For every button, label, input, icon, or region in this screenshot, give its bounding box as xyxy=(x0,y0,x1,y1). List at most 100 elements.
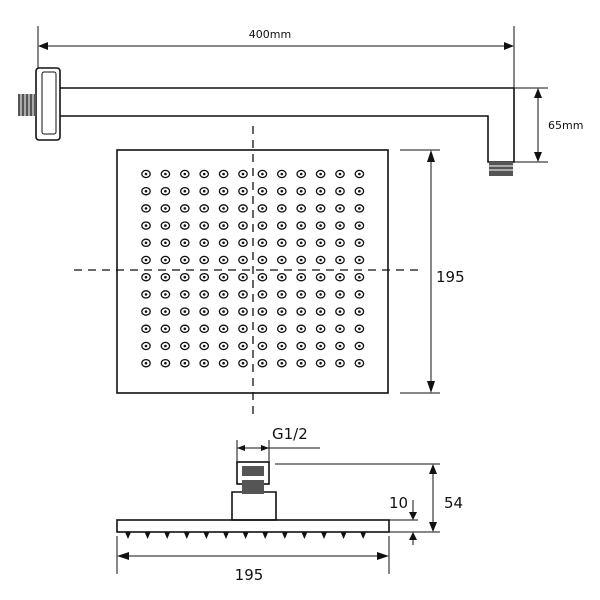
nozzle-hole xyxy=(280,172,284,176)
profile-nozzle xyxy=(223,532,229,539)
nozzle-hole xyxy=(261,241,264,245)
nozzle-hole xyxy=(241,241,245,245)
nozzle-hole xyxy=(358,327,361,331)
thread-fitting-icon xyxy=(242,466,264,486)
total-height-dimension: 54 xyxy=(275,463,463,533)
nozzle-hole xyxy=(183,189,187,193)
nozzle xyxy=(218,186,229,196)
nozzle xyxy=(141,238,151,248)
nozzle-hole xyxy=(183,344,187,348)
nozzle xyxy=(257,255,268,265)
nozzle-hole xyxy=(261,361,264,365)
nozzle xyxy=(141,307,151,316)
nozzle xyxy=(218,204,229,213)
head-size-side-label: 195 xyxy=(436,268,465,286)
nozzle-hole xyxy=(183,293,187,296)
wall-thread-icon xyxy=(18,94,36,116)
nozzle xyxy=(276,341,287,351)
nozzle xyxy=(238,238,248,248)
nozzle-hole xyxy=(261,189,264,193)
nozzle xyxy=(238,204,248,213)
nozzle xyxy=(199,290,210,299)
nozzle-hole xyxy=(183,310,187,313)
head-size-bottom-dimension: 195 xyxy=(116,536,390,584)
nozzle-hole xyxy=(338,344,342,348)
nozzle-hole xyxy=(280,207,284,210)
nozzle xyxy=(296,238,307,248)
nozzle-hole xyxy=(358,207,361,210)
nozzle xyxy=(315,341,326,351)
nozzle xyxy=(218,290,229,299)
nozzle-hole xyxy=(319,344,322,348)
nozzle xyxy=(179,272,190,282)
arm-length-label: 400mm xyxy=(249,28,291,41)
nozzle xyxy=(179,238,190,248)
head-size-side-dimension: 195 xyxy=(400,149,465,394)
nozzle xyxy=(354,169,365,179)
nozzle-hole xyxy=(183,224,187,227)
nozzle xyxy=(335,238,345,248)
nozzle-hole xyxy=(183,172,187,176)
nozzle-hole xyxy=(222,172,225,176)
shower-head-profile-view xyxy=(116,461,390,539)
nozzle xyxy=(335,255,345,265)
nozzle xyxy=(257,290,268,299)
nozzle xyxy=(141,290,151,299)
nozzle xyxy=(276,238,287,248)
nozzle-hole xyxy=(358,344,361,348)
nozzle-hole xyxy=(319,241,322,245)
nozzle-hole xyxy=(164,361,167,365)
nozzle-grid xyxy=(141,169,365,368)
arm-drop-label: 65mm xyxy=(548,119,583,132)
nozzle xyxy=(315,290,326,299)
nozzle-hole xyxy=(202,361,206,365)
nozzle xyxy=(141,324,151,334)
nozzle-hole xyxy=(358,258,361,262)
nozzle xyxy=(276,169,287,179)
nozzle xyxy=(335,272,345,282)
nozzle-hole xyxy=(261,293,264,296)
nozzle xyxy=(179,255,190,265)
nozzle xyxy=(160,238,171,248)
nozzle-hole xyxy=(319,293,322,296)
nozzle xyxy=(179,307,190,316)
nozzle xyxy=(257,204,268,213)
nozzle-hole xyxy=(299,293,303,296)
nozzle xyxy=(238,290,248,299)
nozzle xyxy=(218,307,229,316)
nozzle-hole xyxy=(164,344,167,348)
nozzle xyxy=(179,204,190,213)
nozzle-hole xyxy=(319,189,322,193)
nozzle xyxy=(218,341,229,351)
nozzle xyxy=(354,255,365,265)
nozzle xyxy=(296,186,307,196)
nozzle xyxy=(179,290,190,299)
nozzle xyxy=(276,255,287,265)
nozzle-hole xyxy=(280,224,284,227)
nozzle-hole xyxy=(222,361,225,365)
nozzle xyxy=(141,186,151,196)
nozzle-hole xyxy=(338,293,342,296)
nozzle-hole xyxy=(299,189,303,193)
nozzle-hole xyxy=(338,310,342,313)
thread-dimension: G1/2 xyxy=(236,425,320,462)
nozzle-hole xyxy=(202,310,206,313)
nozzle-hole xyxy=(299,258,303,262)
nozzle xyxy=(276,186,287,196)
nozzle xyxy=(238,186,248,196)
nozzle xyxy=(199,221,210,230)
profile-nozzle xyxy=(281,532,288,539)
nozzle-hole xyxy=(183,241,187,245)
nozzle xyxy=(179,169,190,179)
nozzle xyxy=(160,341,171,351)
nozzle xyxy=(238,324,248,334)
nozzle-hole xyxy=(280,258,284,262)
nozzle xyxy=(296,272,307,282)
profile-nozzle xyxy=(125,532,131,539)
nozzle-hole xyxy=(202,327,206,331)
profile-nozzle xyxy=(262,532,269,539)
nozzle xyxy=(218,272,229,282)
nozzle xyxy=(354,204,365,213)
nozzle-hole xyxy=(202,293,206,296)
arm-tube xyxy=(60,87,515,163)
